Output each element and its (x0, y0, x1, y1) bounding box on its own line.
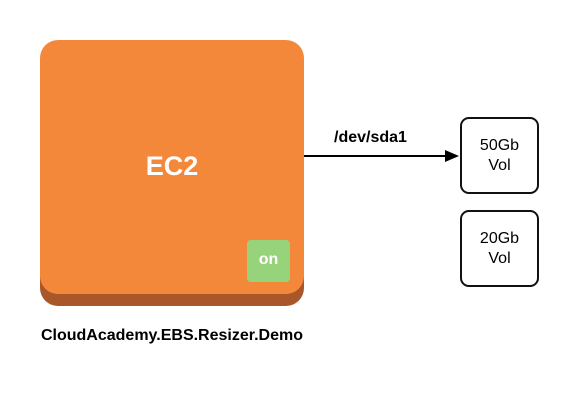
device-label: /dev/sda1 (334, 129, 407, 146)
arrow-head (445, 150, 459, 162)
volume-50gb[interactable]: 50Gb Vol (460, 117, 539, 194)
volume-20gb[interactable]: 20Gb Vol (460, 210, 539, 287)
volume-label: Vol (488, 249, 511, 267)
ec2-instance-label: EC2 (145, 151, 199, 181)
attachment-arrow (304, 150, 459, 162)
volume-size: 50Gb (479, 136, 520, 154)
volume-size: 20Gb (479, 229, 520, 247)
volume-label: Vol (488, 156, 511, 174)
status-badge: on (247, 240, 290, 282)
instance-name-label: CloudAcademy.EBS.Resizer.Demo (40, 327, 303, 344)
